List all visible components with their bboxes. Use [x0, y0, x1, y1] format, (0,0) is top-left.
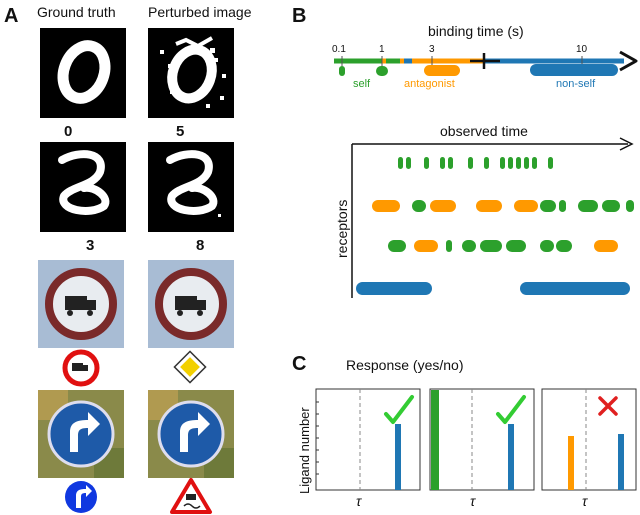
legend-non-self: non-self: [556, 78, 596, 90]
digit-0-perturbed-image: [148, 28, 234, 118]
receptor-4-events: [356, 282, 630, 295]
antagonist-range-marker: [424, 65, 460, 76]
label-ground-truth-0: 0: [64, 123, 72, 140]
no-trucks-sign-icon: [62, 349, 100, 387]
panel-b-letter: B: [292, 5, 306, 27]
tau-label-3: τ: [582, 493, 588, 509]
ligand-number-axis-label: Ligand number: [297, 407, 312, 494]
self-bar-2: [431, 390, 439, 490]
binding-time-axis-title: binding time (s): [428, 23, 524, 39]
priority-road-sign-icon: [173, 350, 207, 384]
slippery-road-sign-icon: [170, 478, 212, 514]
panel-c-letter: C: [292, 353, 306, 375]
response-title: Response (yes/no): [346, 357, 464, 373]
receptor-3-events: [388, 240, 618, 252]
nonself-bar-2: [508, 424, 514, 490]
response-subplot-1: τ: [315, 388, 421, 509]
observed-time-axes: [351, 137, 634, 298]
legend-self: self: [353, 78, 371, 90]
receptor-1-events: [398, 157, 553, 169]
nonself-bar-3: [618, 434, 624, 490]
turn-right-sign-icon: [65, 481, 97, 513]
digit-3-perturbed-image: [148, 142, 234, 232]
no-trucks-photo-perturbed: [148, 260, 234, 348]
cross-icon: [598, 396, 618, 416]
column-header-ground-truth: Ground truth: [37, 4, 116, 20]
self-range-marker: [339, 66, 345, 76]
observed-time-axis-title: observed time: [440, 123, 528, 139]
column-header-perturbed: Perturbed image: [148, 4, 252, 20]
label-perturbed-5: 5: [176, 123, 184, 140]
panel-a-letter: A: [4, 5, 18, 27]
label-ground-truth-3: 3: [86, 237, 94, 254]
response-subplot-3: τ: [541, 388, 637, 509]
antagonist-bar-3: [568, 436, 574, 490]
digit-3-ground-truth-image: [40, 142, 126, 232]
digit-0-ground-truth-image: [40, 28, 126, 118]
turn-right-photo-perturbed: [148, 390, 234, 478]
no-trucks-photo-ground-truth: [38, 260, 124, 348]
receptors-axis-label: receptors: [334, 200, 350, 258]
tau-label-2: τ: [470, 493, 476, 509]
self-range-marker-2: [376, 66, 388, 76]
tick-label-3: 3: [429, 44, 435, 55]
label-perturbed-8: 8: [196, 237, 204, 254]
check-icon: [384, 395, 414, 424]
check-icon: [496, 395, 526, 424]
non-self-range-marker: [530, 64, 618, 76]
nonself-bar-1: [395, 424, 401, 490]
response-subplot-2: τ: [429, 388, 535, 509]
turn-right-photo-ground-truth: [38, 390, 124, 478]
tau-label-1: τ: [356, 493, 362, 509]
tick-label-0-1: 0.1: [332, 44, 346, 55]
legend-antagonist: antagonist: [404, 78, 455, 90]
tick-label-10: 10: [576, 44, 588, 55]
receptor-2-events: [372, 200, 634, 212]
tick-label-1: 1: [379, 44, 385, 55]
